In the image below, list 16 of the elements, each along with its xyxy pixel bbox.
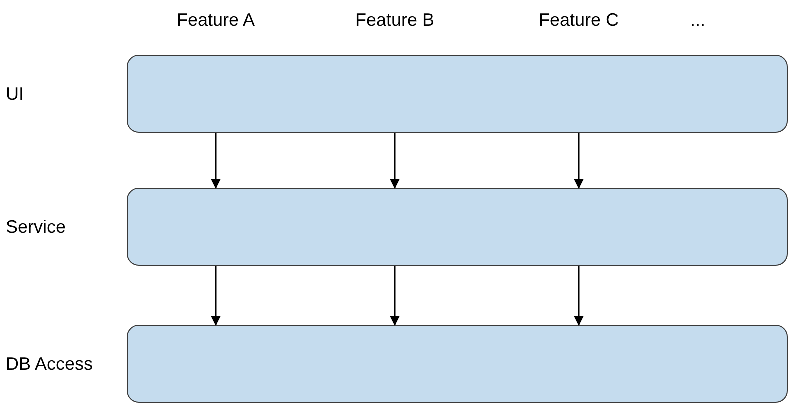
column-heading: Feature B xyxy=(355,9,435,32)
arrow xyxy=(390,133,400,189)
arrow xyxy=(574,133,584,189)
column-heading: Feature C xyxy=(538,9,620,32)
layer-label: UI xyxy=(6,83,24,106)
layer-label: Service xyxy=(6,216,66,239)
arrow xyxy=(390,266,400,326)
column-heading: Feature A xyxy=(176,9,256,32)
column-heading: ... xyxy=(690,9,706,32)
layer-band xyxy=(127,188,788,266)
arrow xyxy=(211,266,221,326)
arrow xyxy=(211,133,221,189)
layer-band xyxy=(127,55,788,133)
layer-band xyxy=(127,325,788,403)
arrow xyxy=(574,266,584,326)
layer-label: DB Access xyxy=(6,353,94,376)
